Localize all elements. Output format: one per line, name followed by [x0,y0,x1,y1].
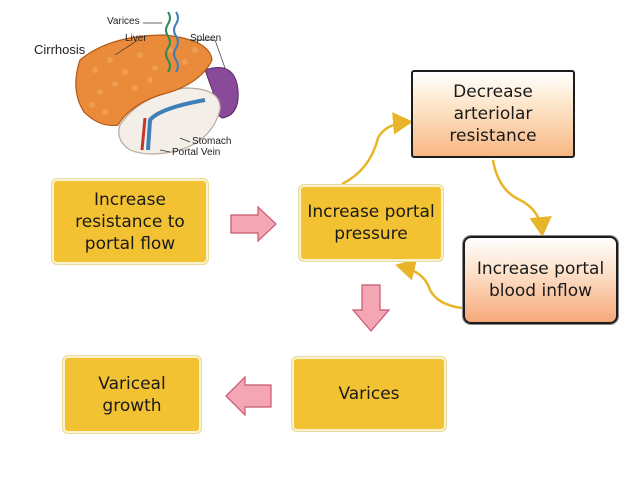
illustration-title: Cirrhosis [34,42,86,57]
node-variceal-growth-label: Variceal growth [98,373,166,416]
node-decrease-arteriolar-label: Decrease arteriolar resistance [449,82,537,146]
label-stomach: Stomach [192,136,232,147]
label-portal-vein: Portal Vein [172,147,221,158]
curve-decrease-to-inflow [491,159,552,237]
node-increase-pressure: Increase portal pressure [298,184,444,262]
node-increase-resistance-label: Increase resistance to portal flow [75,189,185,254]
varices-squiggle [165,11,171,73]
node-increase-inflow-label: Increase portal blood inflow [476,259,605,301]
arrow-left [225,375,272,417]
curve-inflow-to-pressure [395,258,463,310]
arrow-right-1 [230,205,277,243]
node-increase-resistance: Increase resistance to portal flow [51,178,209,265]
node-varices-label: Varices [338,384,400,404]
node-variceal-growth: Variceal growth [62,355,202,434]
node-increase-inflow: Increase portal blood inflow [463,236,618,324]
node-varices: Varices [291,356,447,432]
curve-pressure-to-decrease [341,112,413,186]
label-varices: Varices [107,16,140,27]
arrow-down [351,284,391,332]
label-spleen: Spleen [190,33,222,44]
portal-vein-shape [146,98,206,151]
label-liver: Liver [125,33,147,44]
node-decrease-arteriolar: Decrease arteriolar resistance [411,70,575,158]
node-increase-pressure-label: Increase portal pressure [307,202,435,244]
